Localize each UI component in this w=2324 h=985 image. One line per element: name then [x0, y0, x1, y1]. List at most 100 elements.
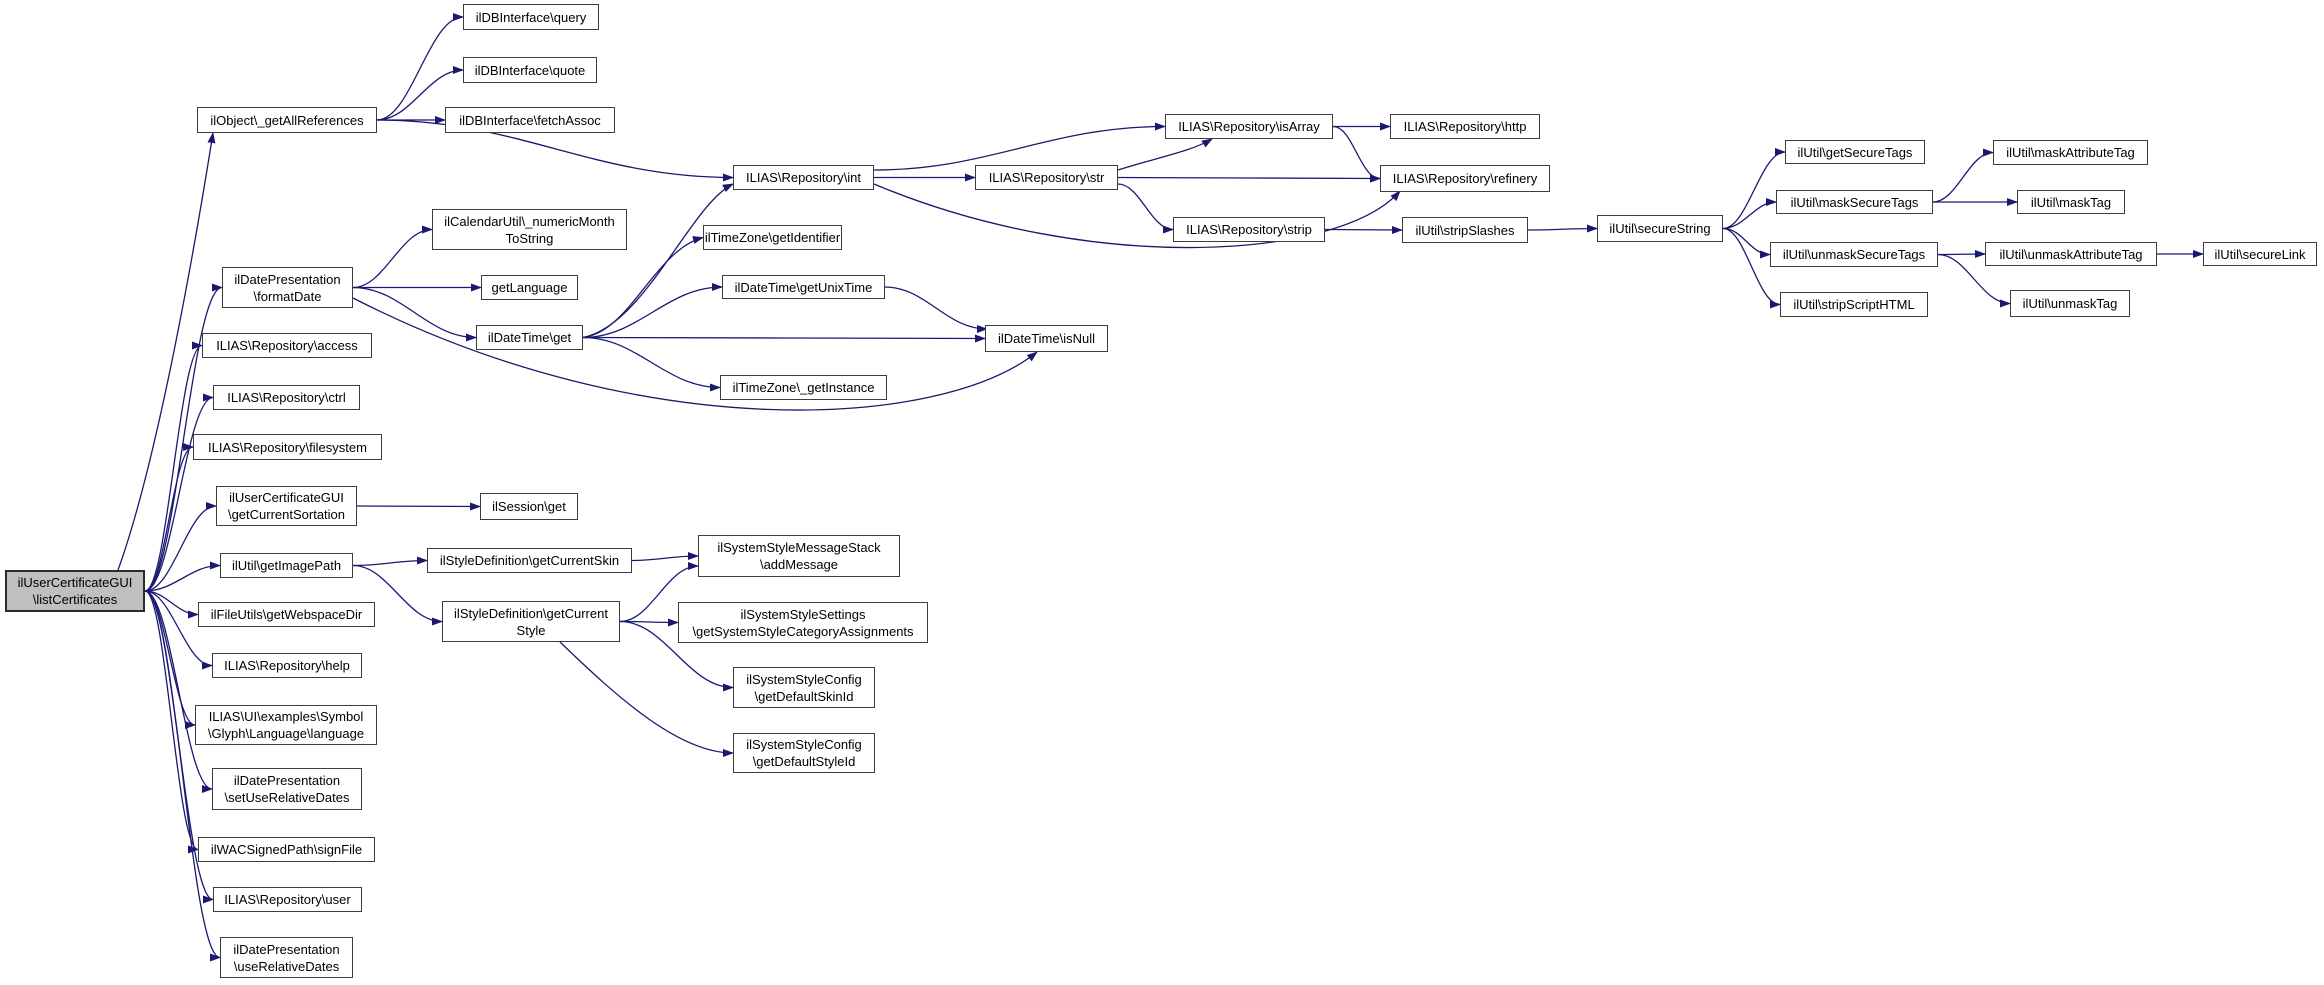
node-getAllReferences[interactable]: ilObject\_getAllReferences — [197, 107, 377, 133]
node-label-line: getLanguage — [491, 280, 568, 295]
node-setUseRelativeDates[interactable]: ilDatePresentation\setUseRelativeDates — [212, 768, 362, 810]
node-stripSlashes[interactable]: ilUtil\stripSlashes — [1402, 217, 1528, 243]
node-http[interactable]: ILIAS\Repository\http — [1390, 114, 1540, 139]
node-label-line: ilUtil\maskAttributeTag — [2006, 145, 2135, 160]
node-getLanguage[interactable]: getLanguage — [481, 275, 578, 300]
node-label-line: \formatDate — [253, 288, 322, 304]
node-label-line: \listCertificates — [32, 592, 118, 607]
edge-getAllReferences-to-quote — [376, 66, 464, 121]
edge-str-to-isArray — [1117, 138, 1213, 171]
node-sessionGet[interactable]: ilSession\get — [480, 493, 578, 520]
node-label-line: ILIAS\Repository\strip — [1186, 222, 1312, 237]
node-quote[interactable]: ilDBInterface\quote — [463, 57, 597, 83]
edge-secureString-to-unmaskSecureTags — [1722, 227, 1771, 259]
node-getWebspaceDir[interactable]: ilFileUtils\getWebspaceDir — [198, 602, 375, 627]
node-label-line: ilStyleDefinition\getCurrentSkin — [439, 553, 620, 568]
node-isNull[interactable]: ilDateTime\isNull — [985, 325, 1108, 352]
node-refinery[interactable]: ILIAS\Repository\refinery — [1380, 165, 1550, 192]
node-ctrl[interactable]: ILIAS\Repository\ctrl — [213, 385, 360, 410]
edge-int-to-isArray — [873, 122, 1166, 171]
node-label-line: ilUtil\unmaskAttributeTag — [1999, 246, 2143, 262]
edge-root-to-ctrl — [144, 393, 214, 592]
node-filesystem[interactable]: ILIAS\Repository\filesystem — [193, 434, 382, 460]
edge-getImagePath-to-getCurrentStyle — [352, 564, 443, 626]
edge-root-to-getCurrentSortation — [144, 502, 217, 592]
node-query[interactable]: ilDBInterface\query — [463, 4, 599, 30]
node-unmaskTag[interactable]: ilUtil\unmaskTag — [2010, 290, 2130, 317]
node-formatDate[interactable]: ilDatePresentation\formatDate — [222, 267, 353, 308]
node-access[interactable]: ILIAS\Repository\access — [202, 333, 372, 358]
node-getCurrentSortation[interactable]: ilUserCertificateGUI\getCurrentSortation — [216, 486, 357, 526]
node-label-line: \Glyph\Language\language — [207, 726, 365, 741]
edge-getUnixTime-to-isNull — [884, 286, 988, 333]
node-defaultSkinId[interactable]: ilSystemStyleConfig\getDefaultSkinId — [733, 667, 875, 708]
edge-root-to-help — [144, 590, 213, 670]
node-label-line: ilDBInterface\fetchAssoc — [459, 112, 601, 128]
node-label-line: ilDatePresentation — [234, 271, 341, 287]
node-getSecureTags[interactable]: ilUtil\getSecureTags — [1785, 140, 1925, 164]
edge-root-to-signFile — [144, 590, 199, 854]
node-language[interactable]: ILIAS\UI\examples\Symbol \Glyph\Language\… — [195, 705, 377, 745]
node-label-line: ilTimeZone\_getInstance — [732, 380, 875, 395]
node-defaultStyleId[interactable]: ilSystemStyleConfig\getDefaultStyleId — [733, 733, 875, 773]
node-int[interactable]: ILIAS\Repository\int — [733, 165, 874, 190]
node-str[interactable]: ILIAS\Repository\str — [975, 165, 1118, 190]
node-useRelativeDates[interactable]: ilDatePresentation\useRelativeDates — [220, 937, 353, 978]
node-label-line: \getDefaultSkinId — [754, 688, 854, 704]
node-label-line: ILIAS\Repository\ctrl — [227, 390, 346, 405]
node-label-line: ilUtil\getSecureTags — [1797, 144, 1913, 160]
edge-getCurrentStyle-to-defaultSkinId — [619, 620, 734, 692]
edge-formatDate-to-dtGet — [352, 286, 477, 342]
edge-getAllReferences-to-query — [376, 13, 464, 121]
edge-dtGet-to-getIdentifier — [582, 236, 704, 339]
node-unmaskSecureTags[interactable]: ilUtil\unmaskSecureTags — [1770, 242, 1938, 267]
node-isArray[interactable]: ILIAS\Repository\isArray — [1165, 114, 1333, 139]
edge-formatDate-to-isNull — [352, 297, 1038, 411]
node-getImagePath[interactable]: ilUtil\getImagePath — [220, 553, 353, 578]
node-label-line: ILIAS\Repository\str — [988, 170, 1105, 185]
edge-root-to-filesystem — [144, 443, 194, 592]
node-categoryAssignments[interactable]: ilSystemStyleSettings\getSystemStyleCate… — [678, 602, 928, 643]
edge-int-to-refinery — [873, 183, 1401, 249]
node-unmaskAttributeTag[interactable]: ilUtil\unmaskAttributeTag — [1985, 242, 2157, 266]
node-label-line: ilTimeZone\getIdentifier — [704, 230, 841, 245]
edge-unmaskSecureTags-to-unmaskTag — [1937, 253, 2011, 308]
node-label-line: ilObject\_getAllReferences — [210, 112, 364, 128]
node-label-line: ilUtil\maskTag — [2030, 194, 2112, 210]
node-label-line: ilUtil\stripScriptHTML — [1793, 297, 1915, 312]
node-signFile[interactable]: ilWACSignedPath\signFile — [198, 837, 375, 862]
node-label-line: ILIAS\Repository\int — [746, 170, 861, 185]
node-label-line: ILIAS\Repository\http — [1403, 119, 1527, 134]
edge-getCurrentStyle-to-addMessage — [619, 562, 699, 623]
node-label-line: ilDatePresentation — [233, 941, 340, 957]
node-secureLink[interactable]: ilUtil\secureLink — [2203, 242, 2317, 266]
node-getInstance[interactable]: ilTimeZone\_getInstance — [720, 375, 887, 400]
node-stripScriptHTML[interactable]: ilUtil\stripScriptHTML — [1780, 292, 1928, 317]
node-fetchAssoc[interactable]: ilDBInterface\fetchAssoc — [445, 107, 615, 133]
node-strip[interactable]: ILIAS\Repository\strip — [1173, 217, 1325, 242]
node-secureString[interactable]: ilUtil\secureString — [1597, 215, 1723, 242]
edge-strip-to-stripSlashes — [1324, 225, 1403, 234]
edge-root-to-getImagePath — [144, 561, 221, 592]
node-getUnixTime[interactable]: ilDateTime\getUnixTime — [722, 275, 885, 299]
node-getIdentifier[interactable]: ilTimeZone\getIdentifier — [703, 225, 842, 250]
node-label-line: ilSystemStyleConfig — [746, 737, 862, 752]
node-maskTag[interactable]: ilUtil\maskTag — [2017, 190, 2125, 214]
node-getCurrentSkin[interactable]: ilStyleDefinition\getCurrentSkin — [427, 548, 632, 573]
edge-dtGet-to-isNull — [582, 334, 986, 343]
edge-dtGet-to-getUnixTime — [582, 283, 723, 339]
node-label-line: ilUtil\secureString — [1609, 221, 1711, 236]
node-maskSecureTags[interactable]: ilUtil\maskSecureTags — [1776, 190, 1933, 214]
node-label-line: \getCurrentSortation — [227, 507, 346, 522]
node-help[interactable]: ILIAS\Repository\help — [212, 653, 362, 678]
node-label-line: ILIAS\UI\examples\Symbol — [208, 709, 364, 724]
node-addMessage[interactable]: ilSystemStyleMessageStack\addMessage — [698, 535, 900, 577]
node-user[interactable]: ILIAS\Repository\user — [213, 887, 362, 912]
node-dtGet[interactable]: ilDateTime\get — [476, 325, 583, 350]
edge-getCurrentSortation-to-sessionGet — [356, 502, 481, 511]
node-maskAttributeTag[interactable]: ilUtil\maskAttributeTag — [1993, 140, 2148, 165]
